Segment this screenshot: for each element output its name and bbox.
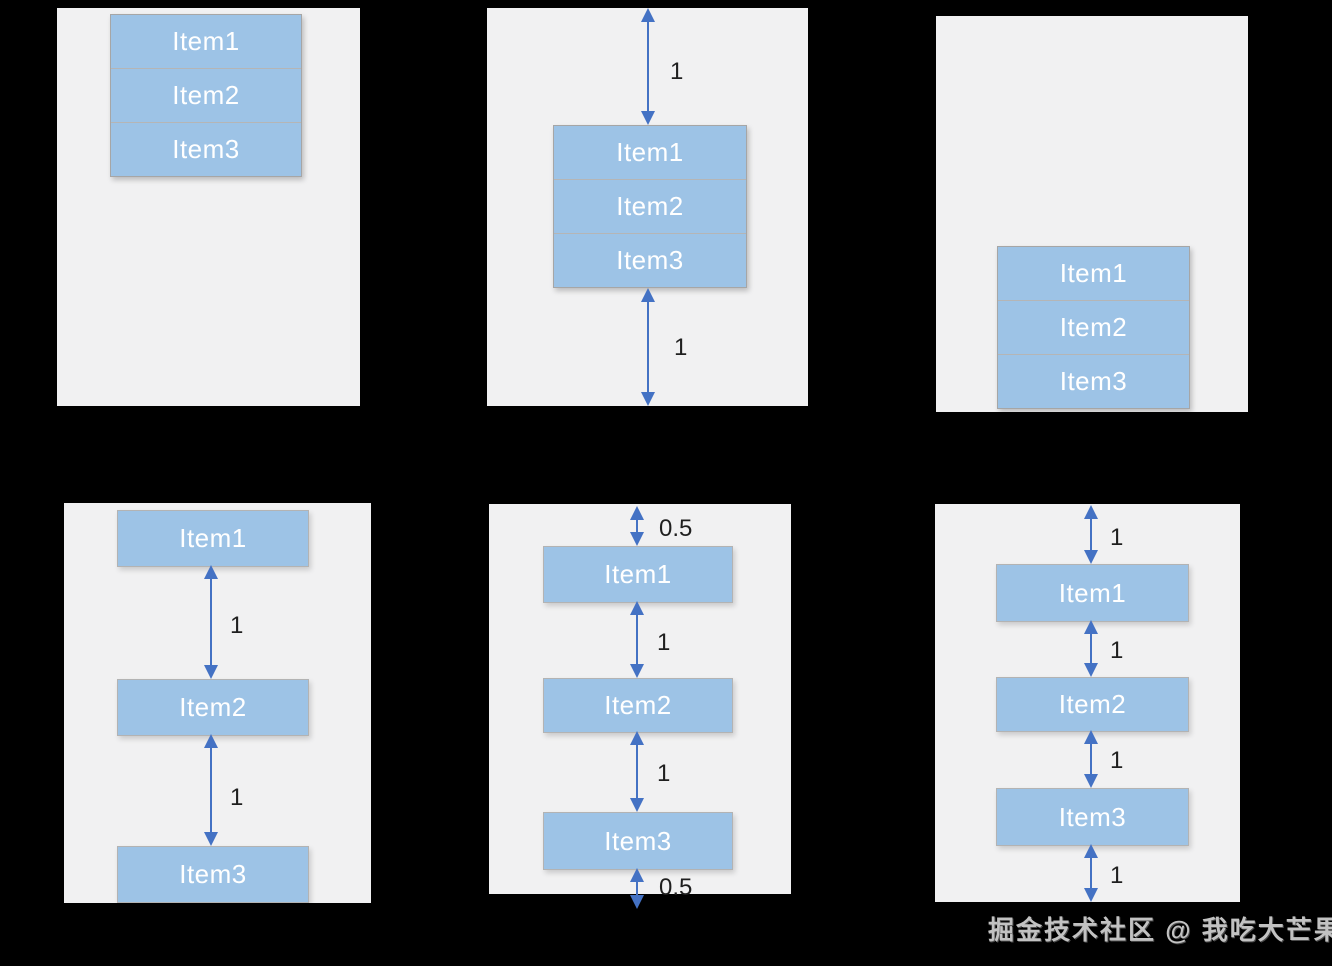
arrow-shaft <box>635 745 639 798</box>
arrow-head-up-icon <box>1084 620 1098 634</box>
double-arrow-icon <box>640 8 656 125</box>
panel-flex-end: Item1 Item2 Item3 <box>936 16 1248 412</box>
double-arrow-icon <box>1083 505 1099 564</box>
arrow-head-down-icon <box>1084 550 1098 564</box>
arrow-head-up-icon <box>641 8 655 22</box>
gap-label: 1 <box>230 612 244 639</box>
gap-label: 1 <box>230 784 244 811</box>
flex-item: Item3 <box>996 788 1189 846</box>
arrow-shaft <box>646 302 650 392</box>
arrow-shaft <box>1089 519 1093 550</box>
gap-label: 1 <box>1110 862 1124 889</box>
arrow-shaft <box>1089 858 1093 888</box>
item-stack: Item1 Item2 Item3 <box>110 14 302 177</box>
double-arrow-icon <box>1083 730 1099 788</box>
panel-flex-start: Item1 Item2 Item3 <box>57 8 360 406</box>
gap-label: 1 <box>657 760 671 787</box>
panel-space-between: Item1 1 Item2 1 Item3 <box>64 503 371 903</box>
flex-item: Item1 <box>543 546 733 603</box>
arrow-head-down-icon <box>630 895 644 909</box>
flex-item: Item1 <box>554 126 746 180</box>
double-arrow-icon <box>629 601 645 678</box>
flex-item: Item1 <box>996 564 1189 622</box>
flex-item: Item1 <box>111 15 301 69</box>
arrow-shaft <box>646 22 650 111</box>
arrow-head-down-icon <box>1084 888 1098 902</box>
gap-label: 1 <box>1110 524 1124 551</box>
arrow-head-up-icon <box>204 565 218 579</box>
panel-center: 1 Item1 Item2 Item3 1 <box>487 8 808 406</box>
arrow-shaft <box>635 615 639 664</box>
arrow-head-down-icon <box>1084 663 1098 677</box>
flex-item: Item3 <box>543 812 733 870</box>
double-arrow-icon <box>629 731 645 812</box>
arrow-head-up-icon <box>1084 505 1098 519</box>
flex-item: Item2 <box>111 69 301 123</box>
double-arrow-icon <box>1083 844 1099 902</box>
flex-item: Item3 <box>111 123 301 176</box>
double-arrow-icon <box>640 288 656 406</box>
gap-label: 0.5 <box>659 515 693 542</box>
double-arrow-icon <box>629 868 645 909</box>
arrow-shaft <box>209 579 213 665</box>
arrow-head-up-icon <box>630 506 644 520</box>
gap-label: 1 <box>1110 747 1124 774</box>
watermark-text: 掘金技术社区 @ 我吃大芒果 <box>988 915 1332 945</box>
arrow-shaft <box>635 520 639 532</box>
double-arrow-icon <box>203 734 219 846</box>
gap-label: 1 <box>670 58 684 85</box>
double-arrow-icon <box>629 506 645 546</box>
arrow-head-up-icon <box>1084 844 1098 858</box>
gap-label: 1 <box>674 334 688 361</box>
panel-space-evenly: 1 Item1 1 Item2 1 Item3 1 <box>935 504 1240 902</box>
arrow-head-down-icon <box>641 111 655 125</box>
flex-item: Item2 <box>554 180 746 234</box>
panel-space-around: 0.5 Item1 1 Item2 1 Item3 0.5 <box>489 504 791 909</box>
gap-label: 0.5 <box>659 874 693 901</box>
arrow-shaft <box>209 748 213 832</box>
arrow-head-down-icon <box>204 832 218 846</box>
gap-label: 1 <box>1110 637 1124 664</box>
arrow-head-up-icon <box>641 288 655 302</box>
arrow-head-down-icon <box>630 798 644 812</box>
double-arrow-icon <box>1083 620 1099 677</box>
flex-item: Item1 <box>998 247 1189 301</box>
arrow-head-up-icon <box>204 734 218 748</box>
arrow-head-up-icon <box>630 868 644 882</box>
arrow-head-down-icon <box>630 664 644 678</box>
item-stack: Item1 Item2 Item3 <box>997 246 1190 409</box>
arrow-head-down-icon <box>630 532 644 546</box>
arrow-shaft <box>1089 634 1093 663</box>
arrow-head-up-icon <box>630 731 644 745</box>
arrow-head-up-icon <box>1084 730 1098 744</box>
flex-item: Item2 <box>543 678 733 733</box>
flex-item: Item2 <box>996 677 1189 732</box>
flex-item: Item2 <box>998 301 1189 355</box>
arrow-shaft <box>1089 744 1093 774</box>
arrow-head-down-icon <box>1084 774 1098 788</box>
flex-item: Item3 <box>117 846 309 903</box>
gap-label: 1 <box>657 629 671 656</box>
arrow-head-up-icon <box>630 601 644 615</box>
flex-item: Item3 <box>554 234 746 287</box>
flex-item: Item3 <box>998 355 1189 408</box>
flex-item: Item2 <box>117 679 309 736</box>
flex-item: Item1 <box>117 510 309 567</box>
arrow-head-down-icon <box>641 392 655 406</box>
double-arrow-icon <box>203 565 219 679</box>
arrow-shaft <box>635 882 639 895</box>
arrow-head-down-icon <box>204 665 218 679</box>
item-stack: Item1 Item2 Item3 <box>553 125 747 288</box>
